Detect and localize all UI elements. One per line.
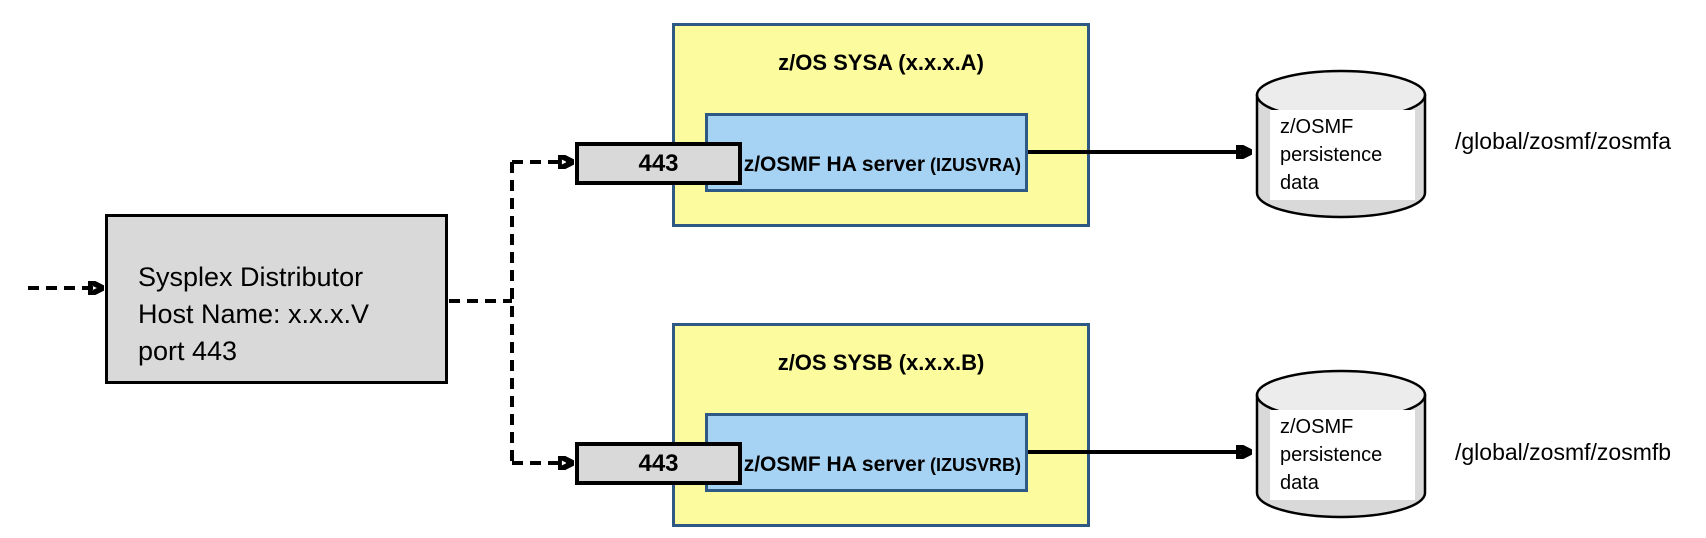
filesystem-path-sysa: /global/zosmf/zosmfa [1455, 128, 1672, 154]
persistence-data-label-sysb: z/OSMF persistence data [1270, 410, 1415, 500]
datastore-line: persistence [1280, 444, 1383, 466]
zosmf-ha-server-sysb-box: z/OSMF HA server(IZUSVRB) [705, 413, 1028, 492]
server-label: z/OSMF HA server [743, 153, 925, 176]
zos-sysa-title: z/OS SYSA (x.x.x.A) [778, 50, 984, 75]
persistence-cylinder-sysb: z/OSMF persistence data [1255, 368, 1427, 520]
sysplex-distributor-box: Sysplex Distributor Host Name: x.x.x.V p… [105, 214, 448, 384]
datastore-line: persistence [1280, 144, 1383, 166]
port-443-box-sysa: 443 [575, 142, 742, 185]
filesystem-path-sysb: /global/zosmf/zosmfb [1455, 439, 1672, 465]
distributor-hostname: Host Name: x.x.x.V [138, 299, 370, 329]
zos-sysb-title: z/OS SYSB (x.x.x.B) [777, 350, 985, 375]
zosmf-ha-server-sysa-label: z/OSMF HA server(IZUSVRA) [744, 152, 1021, 178]
datastore-line: z/OSMF [1280, 416, 1354, 438]
server-label: z/OSMF HA server [743, 453, 925, 476]
server-id: (IZUSVRB) [930, 455, 1021, 475]
zosmf-ha-server-sysb-label: z/OSMF HA server(IZUSVRB) [744, 452, 1021, 478]
server-id: (IZUSVRA) [930, 155, 1021, 175]
datastore-line: data [1280, 172, 1319, 194]
distributor-port: port 443 [138, 336, 238, 366]
zosmf-ha-server-sysa-box: z/OSMF HA server(IZUSVRA) [705, 113, 1028, 192]
persistence-data-label-sysa: z/OSMF persistence data [1270, 110, 1415, 200]
distributor-name: Sysplex Distributor [138, 262, 364, 292]
datastore-line: z/OSMF [1280, 116, 1354, 138]
port-443-box-sysb: 443 [575, 442, 742, 485]
port-443-label: 443 [638, 449, 679, 477]
port-443-label: 443 [638, 149, 679, 177]
persistence-cylinder-sysa: z/OSMF persistence data [1255, 68, 1427, 220]
datastore-line: data [1280, 472, 1319, 494]
